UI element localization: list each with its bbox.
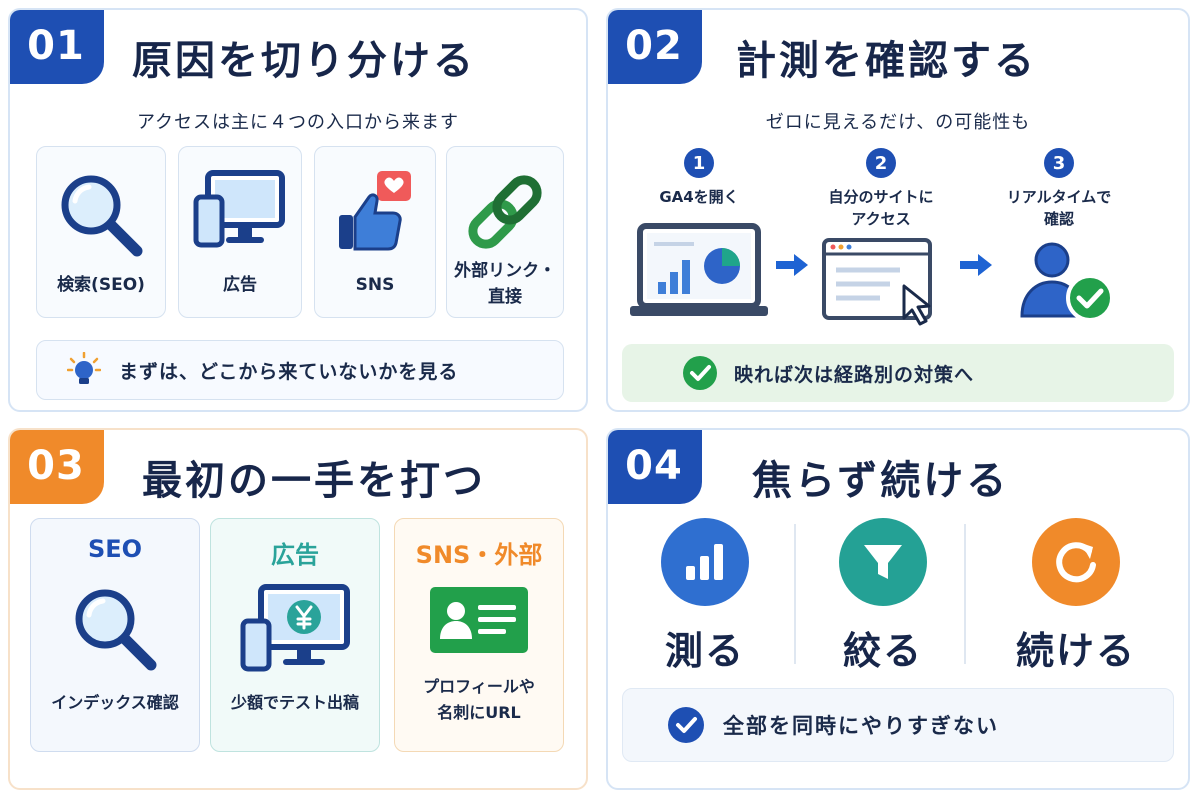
monitor-yen-icon [211, 581, 379, 677]
result-bar: 映れば次は経路別の対策へ [622, 344, 1174, 402]
item-label: 絞る [842, 629, 923, 673]
panel-number-badge: 04 [608, 430, 702, 504]
refresh-icon [1032, 518, 1120, 606]
bar-chart-icon [661, 518, 749, 606]
card-external-direct: 外部リンク・ 直接 [446, 146, 564, 318]
item-label: 測る [664, 629, 745, 673]
card-sns-external: SNS・外部 プロフィールや 名刺にURL [394, 518, 564, 752]
panel-number-badge: 01 [10, 10, 104, 84]
card-search-seo: 検索(SEO) [36, 146, 166, 318]
step-number: 3 [1044, 148, 1074, 178]
divider [794, 524, 796, 664]
card-ads: 広告 少額でテスト出稿 [210, 518, 380, 752]
step-label: GA4を開く [659, 188, 739, 206]
panel-number-badge: 02 [608, 10, 702, 84]
result-text: 映れば次は経路別の対策へ [734, 363, 975, 386]
step-number: 2 [866, 148, 896, 178]
magnifier-icon [37, 167, 165, 263]
check-circle-icon [667, 706, 705, 744]
monitor-phone-icon [179, 167, 301, 257]
card-label: 検索(SEO) [57, 275, 145, 295]
funnel-icon [839, 518, 927, 606]
user-check-icon [1018, 236, 1118, 326]
browser-cursor-icon [820, 236, 942, 330]
card-label-line2: 名刺にURL [437, 703, 521, 722]
arrow-right-icon [774, 252, 810, 282]
card-sns: SNS [314, 146, 436, 318]
panel-identify-cause: 01 原因を切り分ける アクセスは主に４つの入口から来ます 検索(SEO) 広告 [8, 8, 588, 412]
id-card-icon [395, 581, 563, 661]
tip-text: まずは、どこから来ていないかを見る [119, 360, 459, 383]
thumbs-up-heart-icon [315, 167, 435, 257]
panel-subtitle: アクセスは主に４つの入口から来ます [136, 112, 460, 133]
card-label: 広告 [223, 275, 257, 295]
card-label-line1: 外部リンク・ [454, 261, 556, 281]
chain-link-icon [447, 167, 563, 257]
step-label-line1: 自分のサイトに [828, 188, 934, 206]
note-bar: 全部を同時にやりすぎない [622, 688, 1174, 762]
tip-bar: まずは、どこから来ていないかを見る [36, 340, 564, 400]
panel-number-badge: 03 [10, 430, 104, 504]
item-measure: 測る [620, 518, 790, 675]
divider [964, 524, 966, 664]
step-label-line1: リアルタイムで [1006, 188, 1112, 206]
laptop-chart-icon [624, 220, 774, 328]
panel-title: 原因を切り分ける [132, 38, 476, 84]
item-continue: 続ける [976, 518, 1176, 675]
card-heading: SNS・外部 [415, 541, 543, 569]
panel-first-move: 03 最初の一手を打つ SEO インデックス確認 広告 [8, 428, 588, 790]
card-heading: SEO [87, 535, 143, 563]
panel-title: 計測を確認する [736, 38, 1037, 84]
magnifier-icon [31, 581, 199, 677]
step-label-line2: 確認 [1043, 210, 1074, 228]
panel-keep-going: 04 焦らず続ける 測る 絞る 続ける [606, 428, 1190, 790]
item-narrow: 絞る [798, 518, 968, 675]
item-label: 続ける [1015, 629, 1136, 673]
panel-check-tracking: 02 計測を確認する ゼロに見えるだけ、の可能性も 1 GA4を開く 2 自分の… [606, 8, 1190, 412]
step-number: 1 [684, 148, 714, 178]
card-seo: SEO インデックス確認 [30, 518, 200, 752]
step-label-line2: アクセス [851, 210, 911, 228]
panel-subtitle: ゼロに見えるだけ、の可能性も [765, 112, 1031, 133]
card-label: インデックス確認 [51, 693, 179, 712]
check-circle-icon [682, 355, 718, 391]
card-heading: 広告 [271, 541, 319, 569]
arrow-right-icon [958, 252, 994, 282]
panel-title: 最初の一手を打つ [142, 458, 486, 504]
lightbulb-icon [67, 352, 101, 388]
card-label-line1: プロフィールや [423, 677, 535, 696]
card-ads: 広告 [178, 146, 302, 318]
panel-title: 焦らず続ける [752, 458, 1010, 504]
card-label: 少額でテスト出稿 [230, 693, 359, 712]
note-text: 全部を同時にやりすぎない [723, 714, 999, 738]
card-label-line2: 直接 [488, 287, 522, 307]
card-label: SNS [355, 275, 395, 295]
